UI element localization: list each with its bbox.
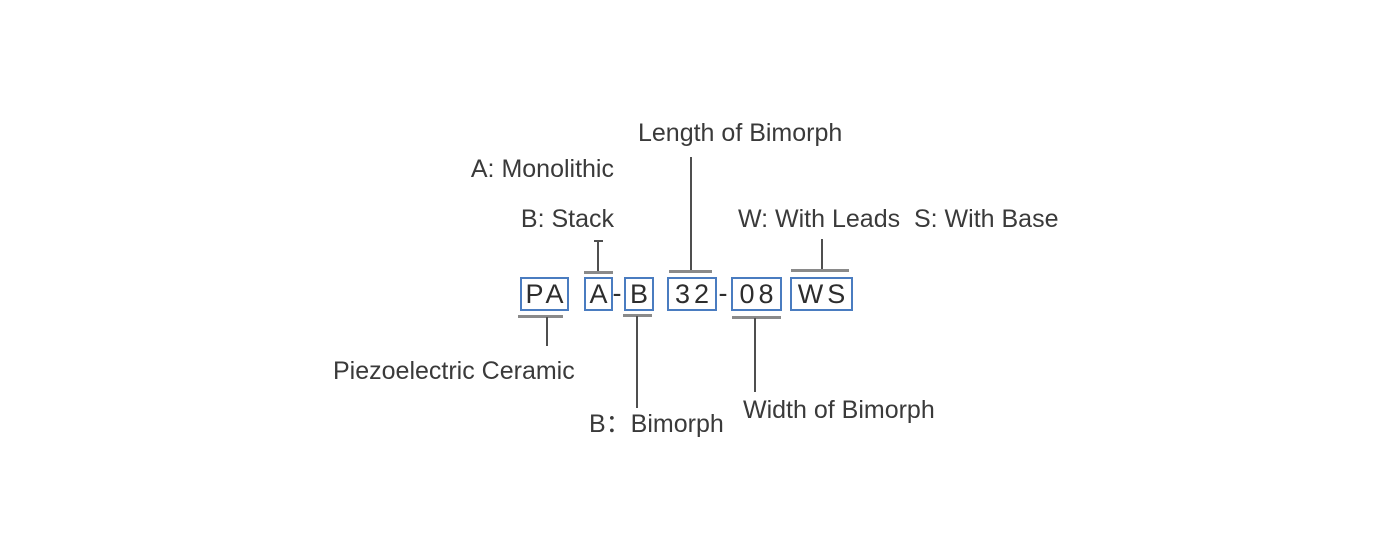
connector-ws-bar — [791, 269, 849, 272]
label-width-of-bimorph: Width of Bimorph — [743, 396, 935, 424]
connector-pa-bar — [518, 315, 563, 318]
connector-length-vertical — [690, 157, 692, 271]
connector-length-bar — [669, 270, 712, 273]
label-b-stack: B: Stack — [520, 205, 614, 233]
connector-ws-vertical — [821, 239, 823, 270]
code-separator-1: - — [612, 277, 622, 308]
label-b-bimorph: B：Bimorph — [589, 410, 724, 438]
label-w-with-leads-s-with-base: W: With Leads S: With Base — [738, 205, 1059, 233]
code-box-08: 08 — [731, 277, 782, 311]
label-length-of-bimorph: Length of Bimorph — [638, 119, 843, 147]
code-separator-2: - — [718, 277, 728, 308]
code-box-a: A — [584, 277, 613, 311]
connector-stack-vertical — [597, 240, 599, 272]
label-a-monolithic: A: Monolithic — [470, 155, 614, 183]
code-box-ws: WS — [790, 277, 853, 311]
code-box-pa: PA — [520, 277, 569, 311]
code-box-32: 32 — [667, 277, 717, 311]
connector-bimorph-bar — [623, 314, 652, 317]
connector-width-vertical — [754, 318, 756, 392]
connector-stack-bar — [584, 271, 613, 274]
code-box-b: B — [624, 277, 654, 311]
connector-bimorph-vertical — [636, 316, 638, 408]
connector-pa-vertical — [546, 317, 548, 346]
label-piezoelectric-ceramic: Piezoelectric Ceramic — [333, 357, 575, 385]
connector-width-bar — [732, 316, 781, 319]
